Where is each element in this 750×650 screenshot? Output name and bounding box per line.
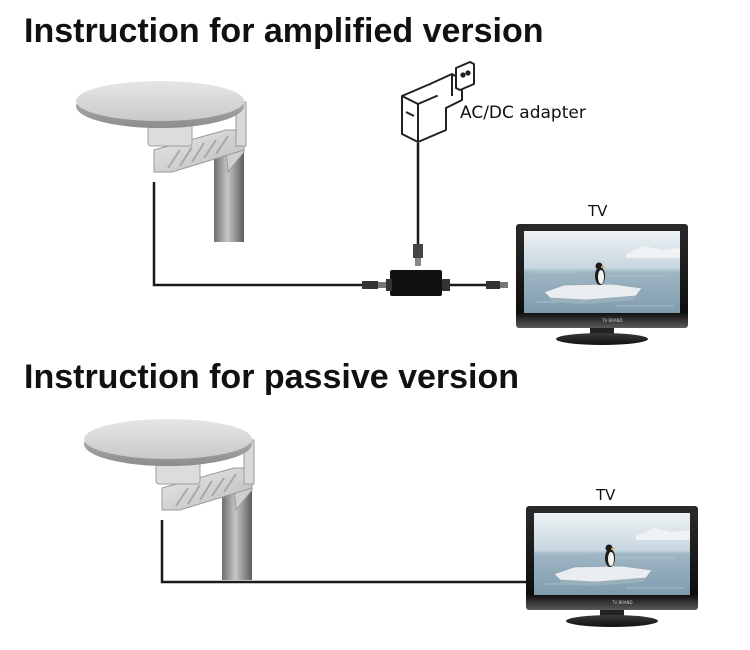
- amplified-tv-icon: [515, 223, 689, 346]
- passive-section-title: Instruction for passive version: [24, 358, 520, 396]
- adapter-label: AC/DC adapter: [460, 103, 586, 123]
- passive-tv-icon: [525, 505, 699, 628]
- ac-dc-adapter-icon: [401, 61, 475, 143]
- passive-coax-cable: [160, 520, 528, 584]
- coax-connector-icon: [362, 281, 386, 289]
- passive-antenna-icon: [83, 418, 255, 581]
- amplified-section-title: Instruction for amplified version: [24, 12, 544, 50]
- amplified-coax-cable: [152, 182, 490, 287]
- power-inserter-icon: [386, 244, 450, 296]
- passive-tv-brand: TV BRAND: [611, 600, 633, 605]
- amplified-antenna-icon: [75, 80, 247, 243]
- coax-connector-icon: [486, 281, 508, 289]
- amplified-tv-brand: TV BRAND: [601, 318, 623, 323]
- amplified-tv-label: TV: [587, 202, 608, 220]
- passive-tv-label: TV: [595, 486, 616, 504]
